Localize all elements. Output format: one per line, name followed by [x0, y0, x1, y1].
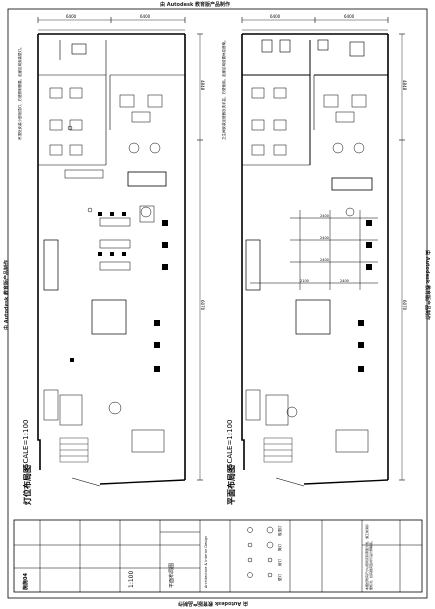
- lighting-plan: [37, 17, 203, 487]
- watermark-bottom: 由 Autodesk 教育版产品制作: [178, 600, 249, 606]
- legend-label-1: 吸顶灯: [278, 525, 282, 537]
- left-top-dim-2: 6400: [140, 14, 151, 19]
- left-side-dim-1: 4848: [200, 80, 205, 91]
- right-inner-dim-1: 2100: [300, 279, 309, 283]
- legend-label-2: 筒灯: [278, 544, 282, 551]
- left-top-dim-1: 6400: [66, 14, 77, 19]
- legend-label-3: 射灯: [278, 559, 282, 566]
- watermark-top: 由 Autodesk 教育版产品制作: [160, 2, 231, 8]
- legend-label-4: 壁灯: [278, 574, 282, 581]
- left-plan-title: 灯位布局图: [23, 465, 32, 505]
- left-side-dim-2: 6070: [200, 300, 205, 311]
- title-block: [13, 519, 423, 593]
- right-inner-dim-5: 2400: [340, 279, 349, 283]
- right-inner-dim-2: 2400: [320, 214, 329, 218]
- right-plan-scale: SCALE=1:100: [226, 419, 234, 468]
- drawing-name: 平面布局图: [169, 562, 175, 588]
- right-plan-title: 平面布局图: [227, 465, 236, 505]
- left-plan-scale: SCALE=1:100: [22, 419, 30, 468]
- remarks: 本图纸所有尺寸以现场实际测量为准，施工前请仔细核对，如有疑问及时与设计师联系。: [365, 523, 373, 590]
- watermark-right: 由 Autodesk 教育版产品制作: [424, 250, 430, 321]
- right-top-dim-2: 6400: [344, 14, 355, 19]
- right-top-dim-1: 6400: [270, 14, 281, 19]
- right-side-dim-1: 4848: [402, 80, 407, 91]
- right-inner-dim-4: 2400: [320, 258, 329, 262]
- company-name: Architecture & Interior Design: [204, 535, 208, 588]
- right-side-dim-2: 6070: [402, 300, 407, 311]
- scale-value: 1:100: [128, 570, 135, 588]
- left-plan-notes: 吊顶处安装小型吸顶灯，方便照明需要。走廊区域安装壁灯。: [18, 45, 22, 141]
- floor-plan: [241, 17, 405, 487]
- right-inner-dim-3: 2400: [320, 236, 329, 240]
- sheet-number: 施施04: [23, 573, 29, 590]
- right-plan-notes: 卫生间安装坐便器及洗手盆，方便使用。走廊区域设置休息座椅。: [222, 38, 226, 141]
- watermark-left: 由 Autodesk 教育版产品制作: [4, 259, 10, 330]
